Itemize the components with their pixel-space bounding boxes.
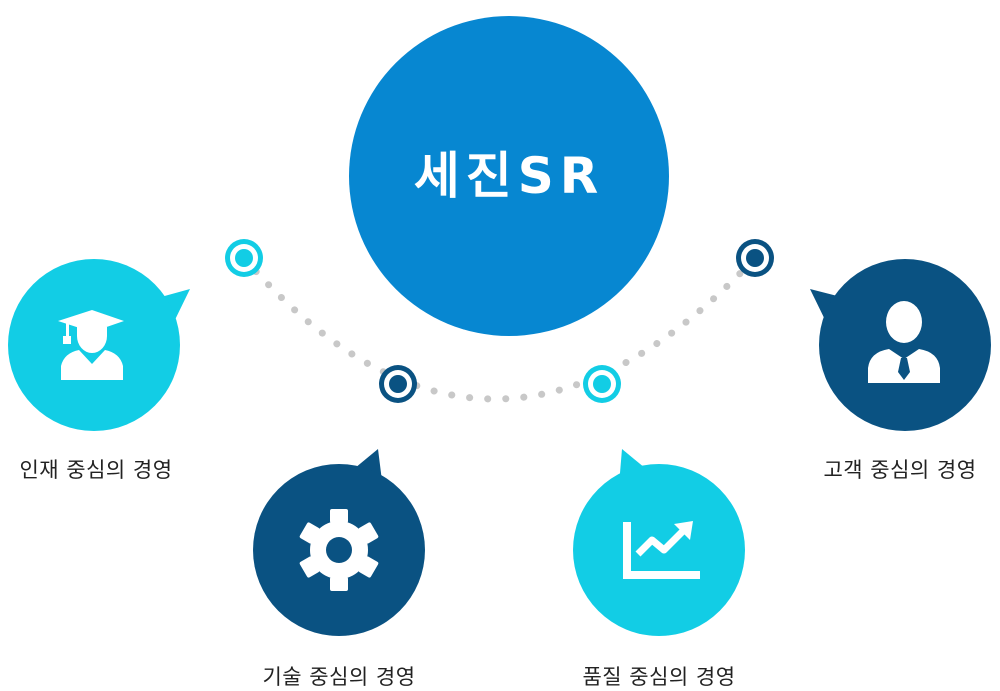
- bubble-quality: [573, 449, 745, 636]
- company-title: 세진SR: [413, 147, 605, 205]
- bubble-customer: [810, 259, 991, 431]
- ring-marker-left: [225, 239, 263, 277]
- ring-marker-center-right: [583, 365, 621, 403]
- label-technology: 기술 중심의 경영: [262, 665, 416, 689]
- label-talent: 인재 중심의 경영: [19, 458, 173, 482]
- ring-marker-center-left: [379, 365, 417, 403]
- bubble-talent: [8, 259, 190, 431]
- trend-chart-icon: [623, 521, 700, 579]
- businessman-icon: [868, 301, 940, 383]
- ring-marker-right: [736, 239, 774, 277]
- gear-icon: [299, 509, 379, 591]
- label-quality: 품질 중심의 경영: [582, 665, 736, 689]
- label-customer: 고객 중심의 경영: [823, 458, 977, 482]
- bubble-technology: [253, 449, 425, 636]
- center-circle: [349, 16, 669, 336]
- graduate-icon: [58, 310, 124, 380]
